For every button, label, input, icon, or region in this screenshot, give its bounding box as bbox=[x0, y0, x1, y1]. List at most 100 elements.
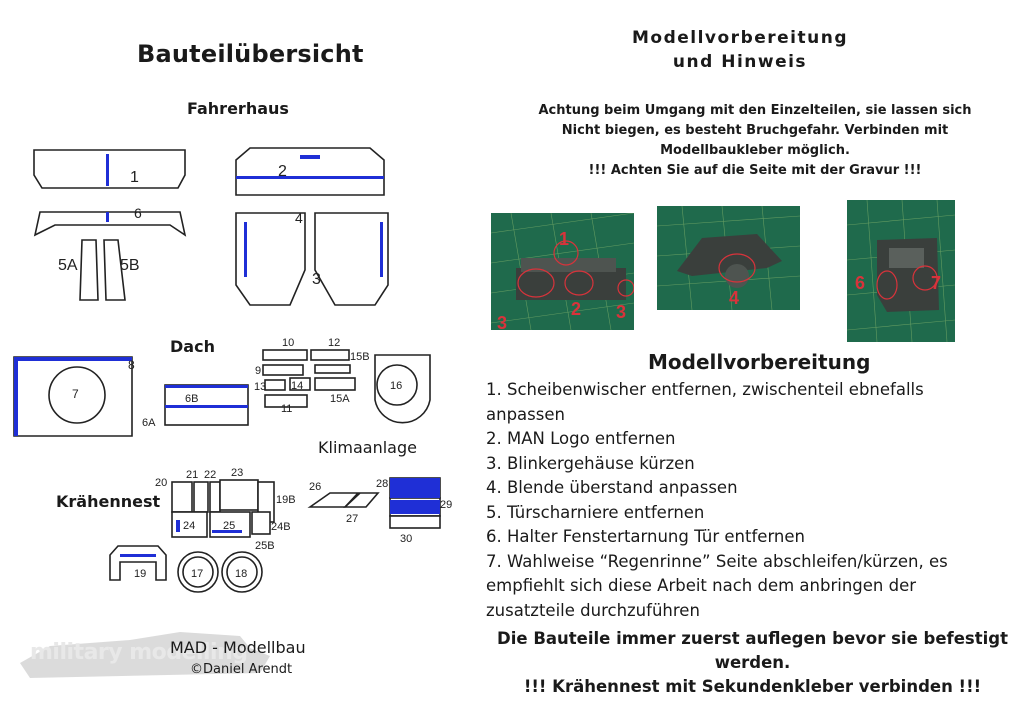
part-7-circle bbox=[48, 366, 106, 424]
label-12: 12 bbox=[328, 337, 340, 349]
label-11: 11 bbox=[281, 403, 292, 415]
label-30: 30 bbox=[400, 533, 412, 545]
label-5B: 5B bbox=[120, 257, 140, 274]
part-27 bbox=[342, 492, 380, 508]
label-6A: 6A bbox=[142, 417, 156, 429]
list-item: 2. MAN Logo entfernen bbox=[486, 429, 676, 448]
label-25: 25 bbox=[223, 520, 235, 532]
part-13 bbox=[264, 379, 286, 391]
label-27: 27 bbox=[346, 513, 358, 525]
label-1: 1 bbox=[130, 169, 139, 186]
page-title-right: Modellvorbereitung und Hinweis bbox=[600, 26, 880, 74]
label-23: 23 bbox=[231, 467, 243, 479]
label-3: 3 bbox=[312, 271, 321, 288]
label-5A: 5A bbox=[58, 257, 78, 274]
part-24B bbox=[251, 511, 271, 535]
section-kraehennest: Krähennest bbox=[56, 492, 161, 511]
label-7: 7 bbox=[72, 387, 79, 401]
label-2: 2 bbox=[278, 163, 287, 180]
label-21: 21 bbox=[186, 469, 198, 481]
part-5A bbox=[79, 239, 99, 301]
label-19: 19 bbox=[134, 568, 146, 580]
label-9: 9 bbox=[255, 365, 261, 377]
part-15A bbox=[314, 377, 356, 391]
label-14: 14 bbox=[291, 380, 303, 392]
list-item: 4. Blende überstand anpassen bbox=[486, 478, 738, 497]
part-6 bbox=[33, 211, 187, 237]
label-17: 17 bbox=[191, 568, 203, 580]
warning-text: Achtung beim Umgang mit den Einzelteilen… bbox=[520, 101, 990, 181]
part-11 bbox=[264, 394, 308, 408]
watermark-tank-icon bbox=[20, 632, 270, 678]
list-item: anpassen bbox=[486, 404, 565, 424]
label-26: 26 bbox=[309, 481, 321, 493]
watermark-text: military modelling bbox=[30, 640, 248, 665]
list-item: 7. Wahlweise “Regenrinne” Seite abschlei… bbox=[486, 551, 948, 571]
note-line: werden. bbox=[714, 653, 791, 672]
part-5B bbox=[103, 239, 126, 301]
part-14 bbox=[289, 377, 311, 391]
footer-brand: MAD - Modellbau bbox=[170, 638, 306, 657]
photo-mark: 1 bbox=[559, 229, 569, 249]
photo-door: 6 7 bbox=[847, 200, 955, 342]
label-20: 20 bbox=[155, 477, 167, 489]
part-1 bbox=[33, 149, 186, 189]
parts-diagram: 1 6 5A 5B 2 4 3 8 7 10 12 15B 9 13 14 11… bbox=[13, 147, 452, 593]
warning-line: Nicht biegen, es besteht Bruchgefahr. Ve… bbox=[561, 123, 949, 138]
label-15B: 15B bbox=[350, 351, 370, 363]
part-3-right bbox=[314, 212, 389, 306]
part-21 bbox=[193, 481, 209, 513]
photo-cab-front: 1 3 2 3 bbox=[491, 213, 634, 330]
list-item: empfiehlt sich diese Arbeit nach dem anb… bbox=[486, 576, 917, 595]
warning-line: Modellbaukleber möglich. bbox=[660, 143, 850, 158]
steps-list: 1. Scheibenwischer entfernen, zwischente… bbox=[486, 378, 1016, 623]
label-29: 29 bbox=[440, 499, 452, 511]
part-20 bbox=[171, 481, 193, 513]
list-item: 5. Türscharniere entfernen bbox=[486, 502, 705, 522]
label-16: 16 bbox=[390, 380, 402, 392]
part-23 bbox=[219, 479, 259, 511]
section-heading: Modellvorbereitung bbox=[648, 350, 871, 374]
label-28: 28 bbox=[376, 478, 388, 490]
label-8: 8 bbox=[128, 358, 135, 372]
part-12 bbox=[310, 349, 350, 361]
list-item: 3. Blinkergehäuse kürzen bbox=[486, 453, 695, 473]
footer-copyright: ©Daniel Arendt bbox=[190, 662, 293, 677]
photo-mark: 7 bbox=[931, 273, 941, 293]
photo-mark: 4 bbox=[729, 288, 739, 308]
part-15B bbox=[314, 364, 351, 374]
part-3-left bbox=[235, 212, 306, 306]
label-24B: 24B bbox=[271, 521, 291, 533]
section-dach: Dach bbox=[170, 337, 215, 356]
label-18: 18 bbox=[235, 568, 247, 580]
part-10 bbox=[262, 349, 308, 361]
label-10: 10 bbox=[282, 337, 294, 349]
page-title-left: Bauteilübersicht bbox=[137, 40, 364, 68]
part-9 bbox=[262, 364, 304, 376]
photo-blende: 4 bbox=[657, 206, 800, 310]
title-line-2: und Hinweis bbox=[672, 52, 808, 72]
warning-line: !!! Achten Sie auf die Seite mit der Gra… bbox=[588, 163, 922, 178]
label-4: 4 bbox=[295, 210, 303, 226]
title-line-1: Modellvorbereitung bbox=[631, 28, 849, 48]
section-fahrerhaus: Fahrerhaus bbox=[187, 99, 289, 118]
label-25B: 25B bbox=[255, 540, 275, 552]
label-6B: 6B bbox=[185, 393, 198, 405]
list-item: 6. Halter Fenstertarnung Tür entfernen bbox=[486, 527, 806, 546]
part-2 bbox=[235, 147, 385, 196]
warning-line: Achtung beim Umgang mit den Einzelteilen… bbox=[538, 103, 972, 118]
label-15A: 15A bbox=[330, 393, 350, 405]
photo-mark: 2 bbox=[571, 299, 581, 319]
photo-mark: 6 bbox=[855, 273, 865, 293]
part-26 bbox=[307, 492, 360, 508]
photo-mark: 3 bbox=[616, 302, 626, 322]
note-line: !!! Krähennest mit Sekundenkleber verbin… bbox=[523, 677, 982, 696]
final-notes: Die Bauteile immer zuerst auflegen bevor… bbox=[490, 627, 1015, 699]
label-22: 22 bbox=[204, 469, 216, 481]
part-30 bbox=[389, 515, 441, 529]
label-24: 24 bbox=[183, 520, 195, 532]
label-13: 13 bbox=[254, 381, 266, 393]
list-item: 1. Scheibenwischer entfernen, zwischente… bbox=[486, 380, 924, 399]
label-19B: 19B bbox=[276, 494, 296, 506]
photo-mark: 3 bbox=[497, 313, 507, 330]
